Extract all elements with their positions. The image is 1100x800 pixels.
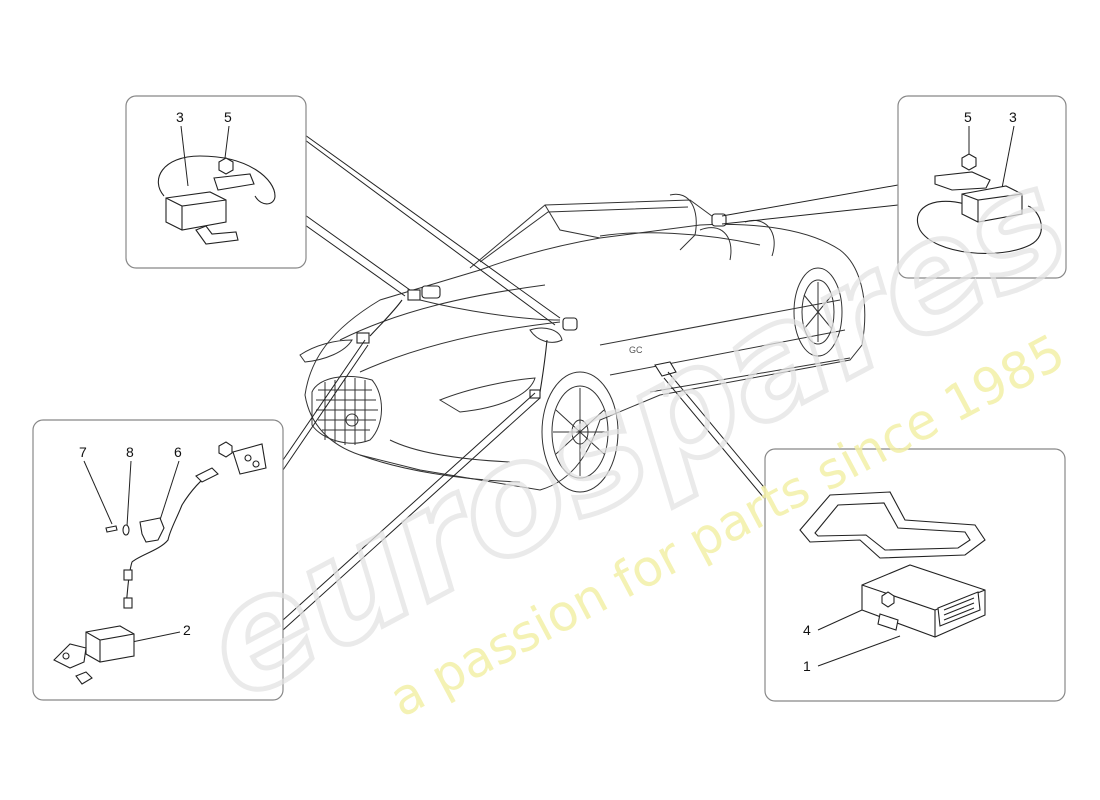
callout-number-7: 7 <box>79 444 87 460</box>
sensor-cable <box>916 200 1042 254</box>
callout-number-2: 2 <box>183 622 191 638</box>
installed-sensor-rear <box>711 213 727 227</box>
callout-number-5: 5 <box>224 109 232 125</box>
clip-bracket <box>139 517 165 543</box>
nut-icon <box>218 157 234 175</box>
installed-sensor-hood-right <box>562 317 578 331</box>
car-illustration: GC <box>299 193 866 493</box>
callout-box-bottom-right: 4 1 <box>764 448 1066 702</box>
callout-number-3: 3 <box>176 109 184 125</box>
car-side-badge: GC <box>629 345 643 355</box>
installed-harness-front <box>369 299 403 337</box>
installed-harness-wheel <box>539 339 548 393</box>
callout-number-8: 8 <box>126 444 134 460</box>
callout-number-4: 4 <box>803 622 811 638</box>
bolt-icon <box>105 525 118 533</box>
bolt-icon <box>75 671 93 685</box>
leader-lines <box>282 134 899 631</box>
height-sensor <box>961 185 1023 223</box>
harness-connector <box>123 597 133 609</box>
harness-connector <box>123 569 133 581</box>
callout-box-top-left: 3 5 <box>125 95 307 269</box>
sensor-bracket <box>53 643 87 669</box>
callout-number-1: 1 <box>803 658 811 674</box>
installed-control-unit <box>654 361 677 377</box>
washer-icon <box>122 524 130 536</box>
mount-bracket <box>934 171 991 191</box>
sensor-cable <box>157 155 276 205</box>
installed-sensor-front <box>356 332 370 344</box>
nut-icon <box>961 153 977 171</box>
nut-icon <box>218 441 233 458</box>
sensor-bracket <box>195 225 239 245</box>
callout-box-bottom-left: 7 8 6 2 <box>32 419 284 701</box>
control-unit-gasket <box>799 491 986 559</box>
harness-connector <box>195 467 219 483</box>
nut-icon <box>881 591 895 608</box>
callout-number-5: 5 <box>964 109 972 125</box>
callout-number-6: 6 <box>174 444 182 460</box>
car-installed-parts <box>356 213 727 399</box>
callout-number-3: 3 <box>1009 109 1017 125</box>
height-sensor <box>85 625 135 663</box>
installed-sensor-hood-left <box>407 289 421 301</box>
installed-bracket-hood-left <box>421 285 441 299</box>
callout-box-top-right: 5 3 <box>897 95 1067 279</box>
installed-sensor-wheel <box>529 389 541 399</box>
mount-tab <box>877 613 899 631</box>
mount-bracket <box>213 173 255 191</box>
